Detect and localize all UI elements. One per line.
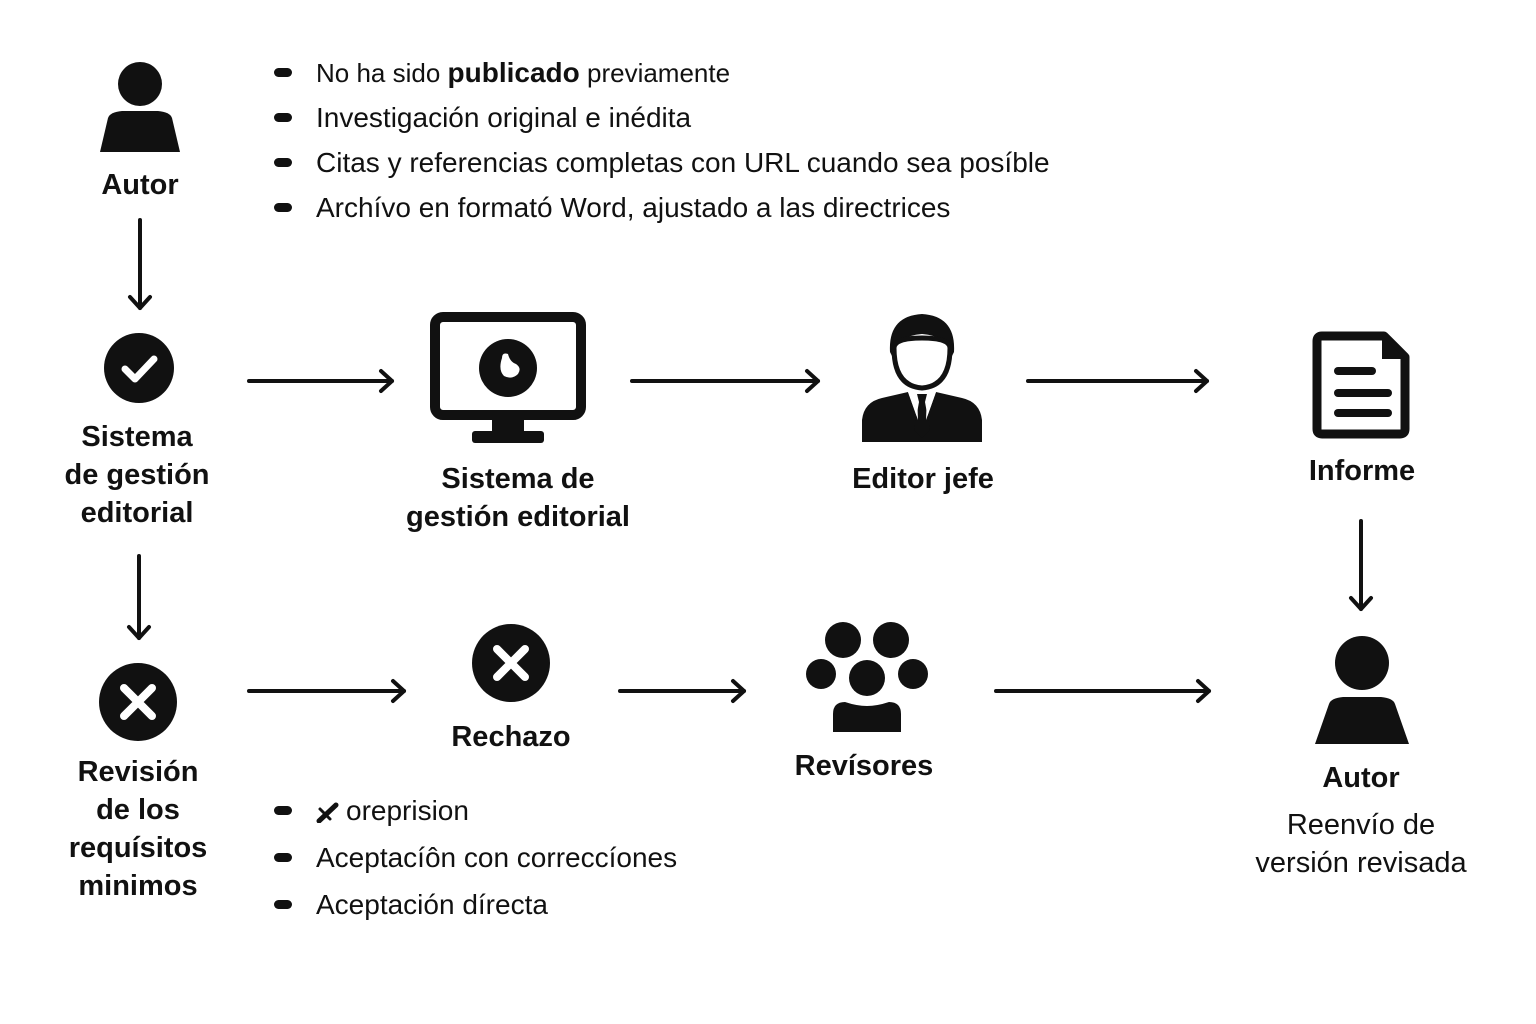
pen-icon — [316, 802, 339, 824]
list-item: Investigación original e inédita — [274, 95, 1050, 140]
item-text: Citas y referencias completas con URL cu… — [316, 147, 1050, 178]
monitor-icon — [430, 312, 586, 443]
decisions-list: oreprision Aceptacíôn con correccíones A… — [274, 787, 677, 928]
person-icon — [100, 62, 180, 152]
arrow-revision-to-rechazo — [247, 679, 406, 703]
item-text: Aceptacíôn con correccíones — [316, 842, 678, 873]
item-text: Aceptación dírecta — [316, 889, 548, 920]
label-line: Sistema — [81, 421, 193, 453]
bullet-icon — [274, 68, 292, 77]
label-line: Reenvío de — [1286, 809, 1436, 841]
informe-label: Informe — [1308, 455, 1416, 487]
arrow-sistema-to-monitor — [247, 369, 394, 393]
label-line: de los — [96, 794, 180, 826]
autor-top-label: Autor — [101, 169, 179, 201]
label-line: gestión editorial — [406, 501, 630, 533]
label-line: versión revisada — [1255, 847, 1467, 879]
arrow-rechazo-to-revisores — [618, 679, 746, 703]
x-circle-icon — [472, 624, 550, 702]
bullet-icon — [274, 900, 292, 909]
list-item: Archívo en formató Word, ajustado a las … — [274, 185, 1050, 230]
label-line: requísitos — [68, 832, 208, 864]
bullet-icon — [274, 203, 292, 212]
revisores-label: Revísores — [794, 750, 934, 782]
autor-bottom-label: Autor — [1322, 762, 1400, 794]
document-icon — [1312, 331, 1410, 439]
arrow-autor-to-sistema — [128, 218, 152, 310]
list-item: Citas y referencias completas con URL cu… — [274, 140, 1050, 185]
person-icon — [1315, 636, 1409, 744]
arrow-monitor-to-editor — [630, 369, 820, 393]
item-text: Archívo en formató Word, ajustado a las … — [316, 192, 951, 223]
bullet-icon — [274, 158, 292, 167]
item-text: oreprision — [346, 795, 469, 826]
arrow-informe-to-autor — [1349, 519, 1373, 611]
list-item: Aceptacíôn con correccíones — [274, 834, 677, 881]
sistema-check-label: Sistema de gestión editorial — [64, 418, 209, 532]
group-icon — [806, 622, 928, 732]
sistema-monitor-label: Sistema de gestión editorial — [406, 460, 630, 536]
requirements-list: No ha sido publicado previamente Investi… — [274, 50, 1050, 230]
label-line: Sistema de — [441, 463, 595, 495]
list-item: oreprision — [274, 787, 677, 834]
arrow-revisores-to-autor — [994, 679, 1211, 703]
bullet-icon — [274, 113, 292, 122]
label-line: Revisión — [77, 756, 199, 788]
bullet-icon — [274, 853, 292, 862]
bullet-icon — [274, 806, 292, 815]
item-text: previamente — [579, 58, 731, 88]
list-item: Aceptación dírecta — [274, 881, 677, 928]
label-line: editorial — [80, 497, 194, 529]
businessman-icon — [862, 314, 982, 442]
item-text: No ha sido — [316, 58, 448, 88]
label-line: de gestión — [64, 459, 210, 491]
check-circle-icon — [104, 333, 174, 403]
item-text-bold: publicado — [447, 57, 580, 88]
arrow-editor-to-informe — [1026, 369, 1209, 393]
list-item: No ha sido publicado previamente — [274, 50, 1050, 95]
editor-jefe-label: Editor jefe — [852, 463, 994, 495]
label-line: minimos — [78, 870, 198, 902]
x-circle-icon — [99, 663, 177, 741]
arrow-sistema-to-revision — [127, 554, 151, 640]
autor-bottom-sublabel: Reenvío de versión revisada — [1255, 806, 1466, 882]
revision-label: Revisión de los requísitos minimos — [69, 753, 208, 905]
rechazo-label: Rechazo — [451, 721, 571, 753]
item-text: Investigación original e inédita — [316, 102, 692, 133]
